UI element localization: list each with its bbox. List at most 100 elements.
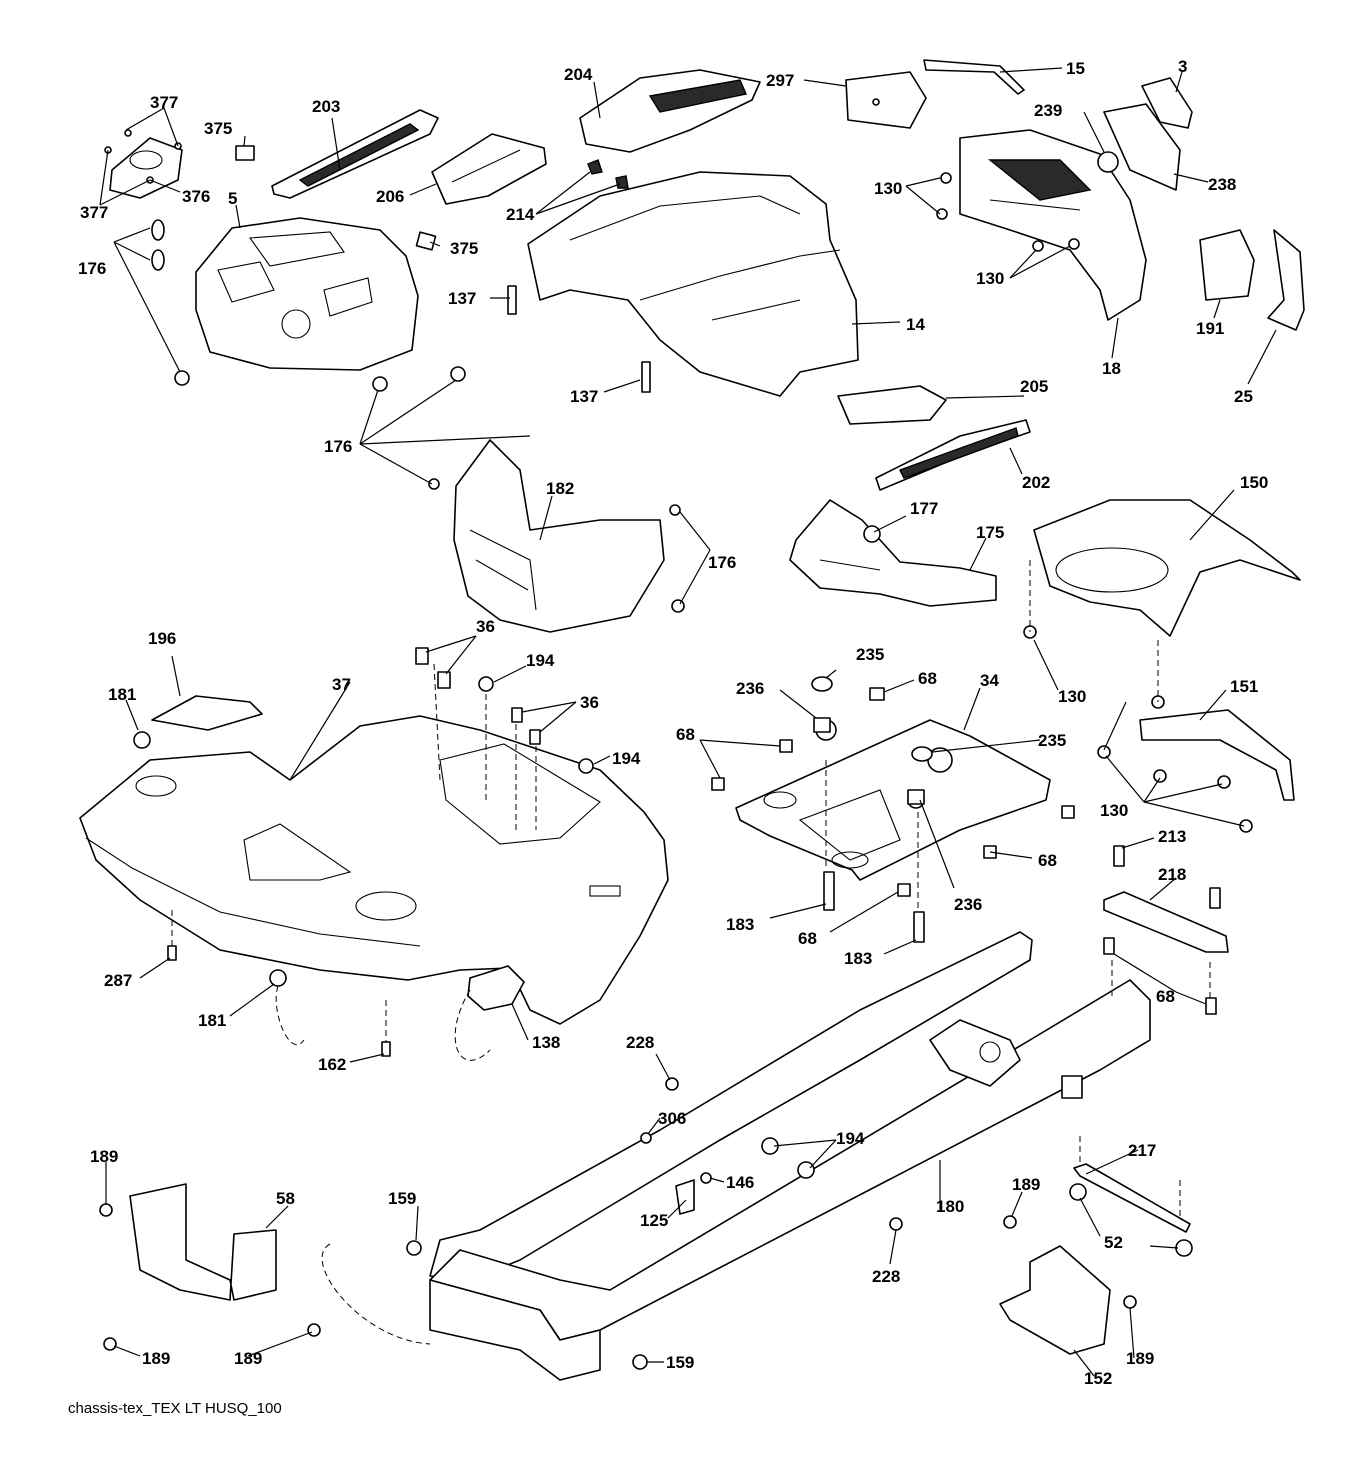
callout-287: 287 — [104, 971, 132, 990]
part-25-tab — [1267, 229, 1305, 331]
part-235-spacer-2 — [911, 746, 933, 762]
callout-130: 130 — [874, 179, 902, 198]
callout-177: 177 — [910, 499, 938, 518]
part-68-bolt-2 — [779, 739, 793, 753]
callout-213: 213 — [1158, 827, 1186, 846]
callout-194-b: 194 — [612, 749, 641, 768]
callout-191: 191 — [1196, 319, 1224, 338]
dashed-link-138 — [454, 989, 491, 1061]
part-15-strip — [923, 59, 1025, 95]
callout-labels: 3 5 14 15 18 25 34 36 36 37 52 58 68 68 … — [78, 57, 1268, 1388]
callout-214: 214 — [506, 205, 535, 224]
callout-34: 34 — [980, 671, 999, 690]
callout-68: 68 — [918, 669, 937, 688]
part-130-screw-3 — [940, 172, 952, 184]
callout-228: 228 — [626, 1033, 654, 1052]
part-52-washer — [1069, 1183, 1087, 1201]
part-36-bolt-2 — [437, 671, 451, 689]
part-125-clip — [675, 1179, 695, 1215]
callout-151: 151 — [1230, 677, 1258, 696]
callout-238: 238 — [1208, 175, 1236, 194]
part-37-fender — [79, 715, 669, 1025]
callout-375-b: 375 — [450, 239, 478, 258]
callout-68-e: 68 — [1156, 987, 1175, 1006]
part-181-nut — [133, 731, 151, 749]
part-68-bolt-3 — [711, 777, 725, 791]
callout-202: 202 — [1022, 473, 1050, 492]
callout-180: 180 — [936, 1197, 964, 1216]
callout-37: 37 — [332, 675, 351, 694]
callout-137: 137 — [448, 289, 476, 308]
part-52-washer-2 — [1175, 1239, 1193, 1257]
callout-189-c: 189 — [234, 1349, 262, 1368]
part-189-bolt — [1003, 1215, 1017, 1229]
callout-239: 239 — [1034, 101, 1062, 120]
callout-159: 159 — [388, 1189, 416, 1208]
callout-235-b: 235 — [1038, 731, 1066, 750]
part-203-grille — [271, 109, 439, 199]
part-68-bolt — [869, 687, 885, 701]
part-150-collar — [1033, 499, 1301, 637]
part-175-bracket — [789, 499, 997, 607]
part-146-pin — [700, 1172, 712, 1184]
part-214-clip-2 — [615, 175, 629, 189]
part-236-spacer-2 — [907, 789, 925, 805]
callout-181: 181 — [108, 685, 136, 704]
part-159-bolt-2 — [632, 1354, 648, 1370]
dashed-link-181 — [275, 985, 305, 1046]
callout-205: 205 — [1020, 377, 1048, 396]
part-14-hood — [507, 171, 859, 397]
callout-125: 125 — [640, 1211, 668, 1230]
callout-377: 377 — [150, 93, 178, 112]
callout-36: 36 — [476, 617, 495, 636]
callout-236-b: 236 — [954, 895, 982, 914]
callout-236: 236 — [736, 679, 764, 698]
part-214-clip — [587, 159, 603, 175]
part-191-block — [1199, 229, 1255, 301]
part-306-nut — [640, 1132, 652, 1144]
callout-182: 182 — [546, 479, 574, 498]
callout-3: 3 — [1178, 57, 1187, 76]
part-204-upper-vent — [579, 69, 761, 153]
part-3-emblem — [1141, 77, 1193, 129]
diagram-reference-code: chassis-tex_TEX LT HUSQ_100 — [68, 1400, 282, 1417]
callout-52: 52 — [1104, 1233, 1123, 1252]
part-36-bolt — [415, 647, 429, 665]
part-130-screw-2 — [1068, 238, 1080, 250]
part-68-bolt-6 — [897, 883, 911, 897]
part-235-spacer — [811, 676, 833, 692]
part-58-bracket — [99, 1183, 321, 1351]
leader-lines — [99, 67, 1277, 1377]
part-194-washer — [478, 676, 494, 692]
callout-218: 218 — [1158, 865, 1186, 884]
callout-189-b: 189 — [142, 1349, 170, 1368]
part-130-screw-4 — [936, 208, 948, 220]
callout-189: 189 — [90, 1147, 118, 1166]
part-181-nut-2 — [269, 969, 287, 987]
callout-183: 183 — [726, 915, 754, 934]
callout-130-d: 130 — [1100, 801, 1128, 820]
part-194-washer-2 — [578, 758, 594, 774]
part-151-bracket — [1023, 625, 1295, 833]
callout-68-c: 68 — [1038, 851, 1057, 870]
part-194-washer-4 — [797, 1161, 815, 1179]
callout-137-b: 137 — [570, 387, 598, 406]
callout-36-b: 36 — [580, 693, 599, 712]
callout-189-e: 189 — [1126, 1349, 1154, 1368]
callout-146: 146 — [726, 1173, 754, 1192]
callout-175: 175 — [976, 523, 1004, 542]
part-375-clip — [235, 145, 255, 161]
part-180-frame — [429, 931, 1151, 1381]
dashed-link-58 — [321, 1243, 431, 1345]
part-68-bolt-4 — [1061, 805, 1075, 819]
callout-204: 204 — [564, 65, 593, 84]
callout-138: 138 — [532, 1033, 560, 1052]
part-218-bracket — [1103, 845, 1229, 1015]
callout-235: 235 — [856, 645, 884, 664]
part-238-plate — [1103, 103, 1181, 191]
callout-5: 5 — [228, 189, 237, 208]
callout-150: 150 — [1240, 473, 1268, 492]
callout-130-b: 130 — [976, 269, 1004, 288]
part-183-bolt — [823, 871, 835, 911]
